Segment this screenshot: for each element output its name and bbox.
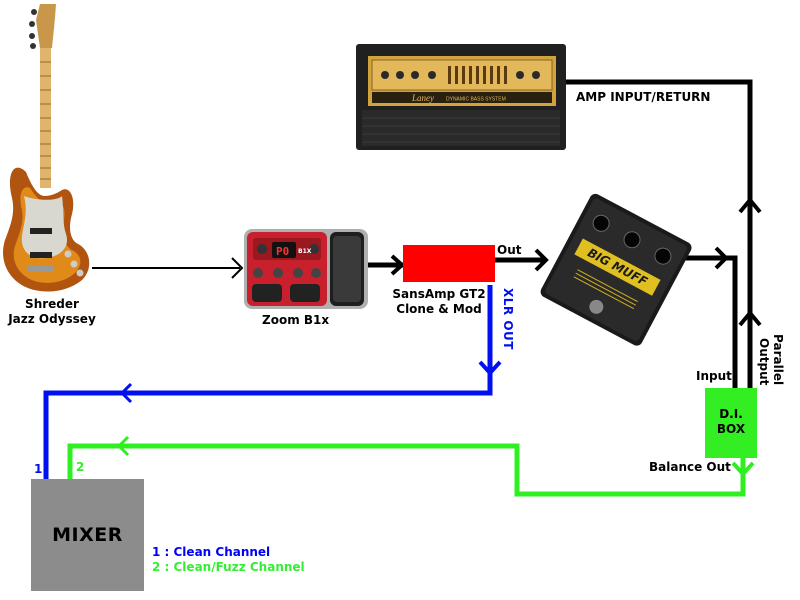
mixer-label: MIXER [52,524,123,546]
di-input-label: Input [696,369,732,383]
sansamp-to-fuzz-cable [495,248,549,272]
bass-guitar [3,4,90,292]
sansamp-xlr-out-label: XLR OUT [501,288,515,350]
di-box-label: D.I. BOX [705,400,757,444]
mixer-box [31,479,144,591]
zoom-b1x-pedal: P0 B1X [244,229,368,309]
amp-brand: Laney [411,93,434,103]
di-label-line2: BOX [716,422,746,436]
bass-amp: Laney DYNAMIC BASS SYSTEM [356,44,566,150]
bass-name-line1: Shreder [25,297,79,311]
big-muff-pedal: BIG MUFF [540,193,692,346]
di-box [705,388,757,458]
di-label-line1: D.I. [719,407,743,421]
di-parallel-output-line2: Output [757,338,771,386]
sansamp-gt2-box [403,245,495,282]
legend-clean-channel: 1 : Clean Channel [152,545,271,559]
fuzz-channel-cable [67,435,755,497]
di-parallel-output-line1: Parallel [771,334,785,386]
mixer-channel-2-label: 2 [76,460,85,474]
zoom-badge: B1X [298,248,312,255]
bass-name-line2: Jazz Odyssey [8,312,96,326]
bass-to-zoom-cable [92,257,244,279]
legend-fuzz-channel: 2 : Clean/Fuzz Channel [152,560,305,574]
sansamp-name-line1: SansAmp GT2 [392,287,486,301]
di-balance-out-label: Balance Out [649,460,731,474]
zoom-display: P0 [276,245,289,258]
zoom-to-sansamp-cable [368,254,405,276]
amp-model-text: DYNAMIC BASS SYSTEM [446,97,506,103]
zoom-label: Zoom B1x [262,313,330,327]
sansamp-name-line2: Clone & Mod [396,302,482,316]
fuzz-to-di-cable [685,246,738,388]
mixer-channel-1-label: 1 [34,462,43,476]
amp-input-return-label: AMP INPUT/RETURN [576,90,711,104]
sansamp-out-label: Out [497,243,522,257]
di-to-amp-cable [566,79,762,388]
clean-channel-cable [43,285,502,480]
